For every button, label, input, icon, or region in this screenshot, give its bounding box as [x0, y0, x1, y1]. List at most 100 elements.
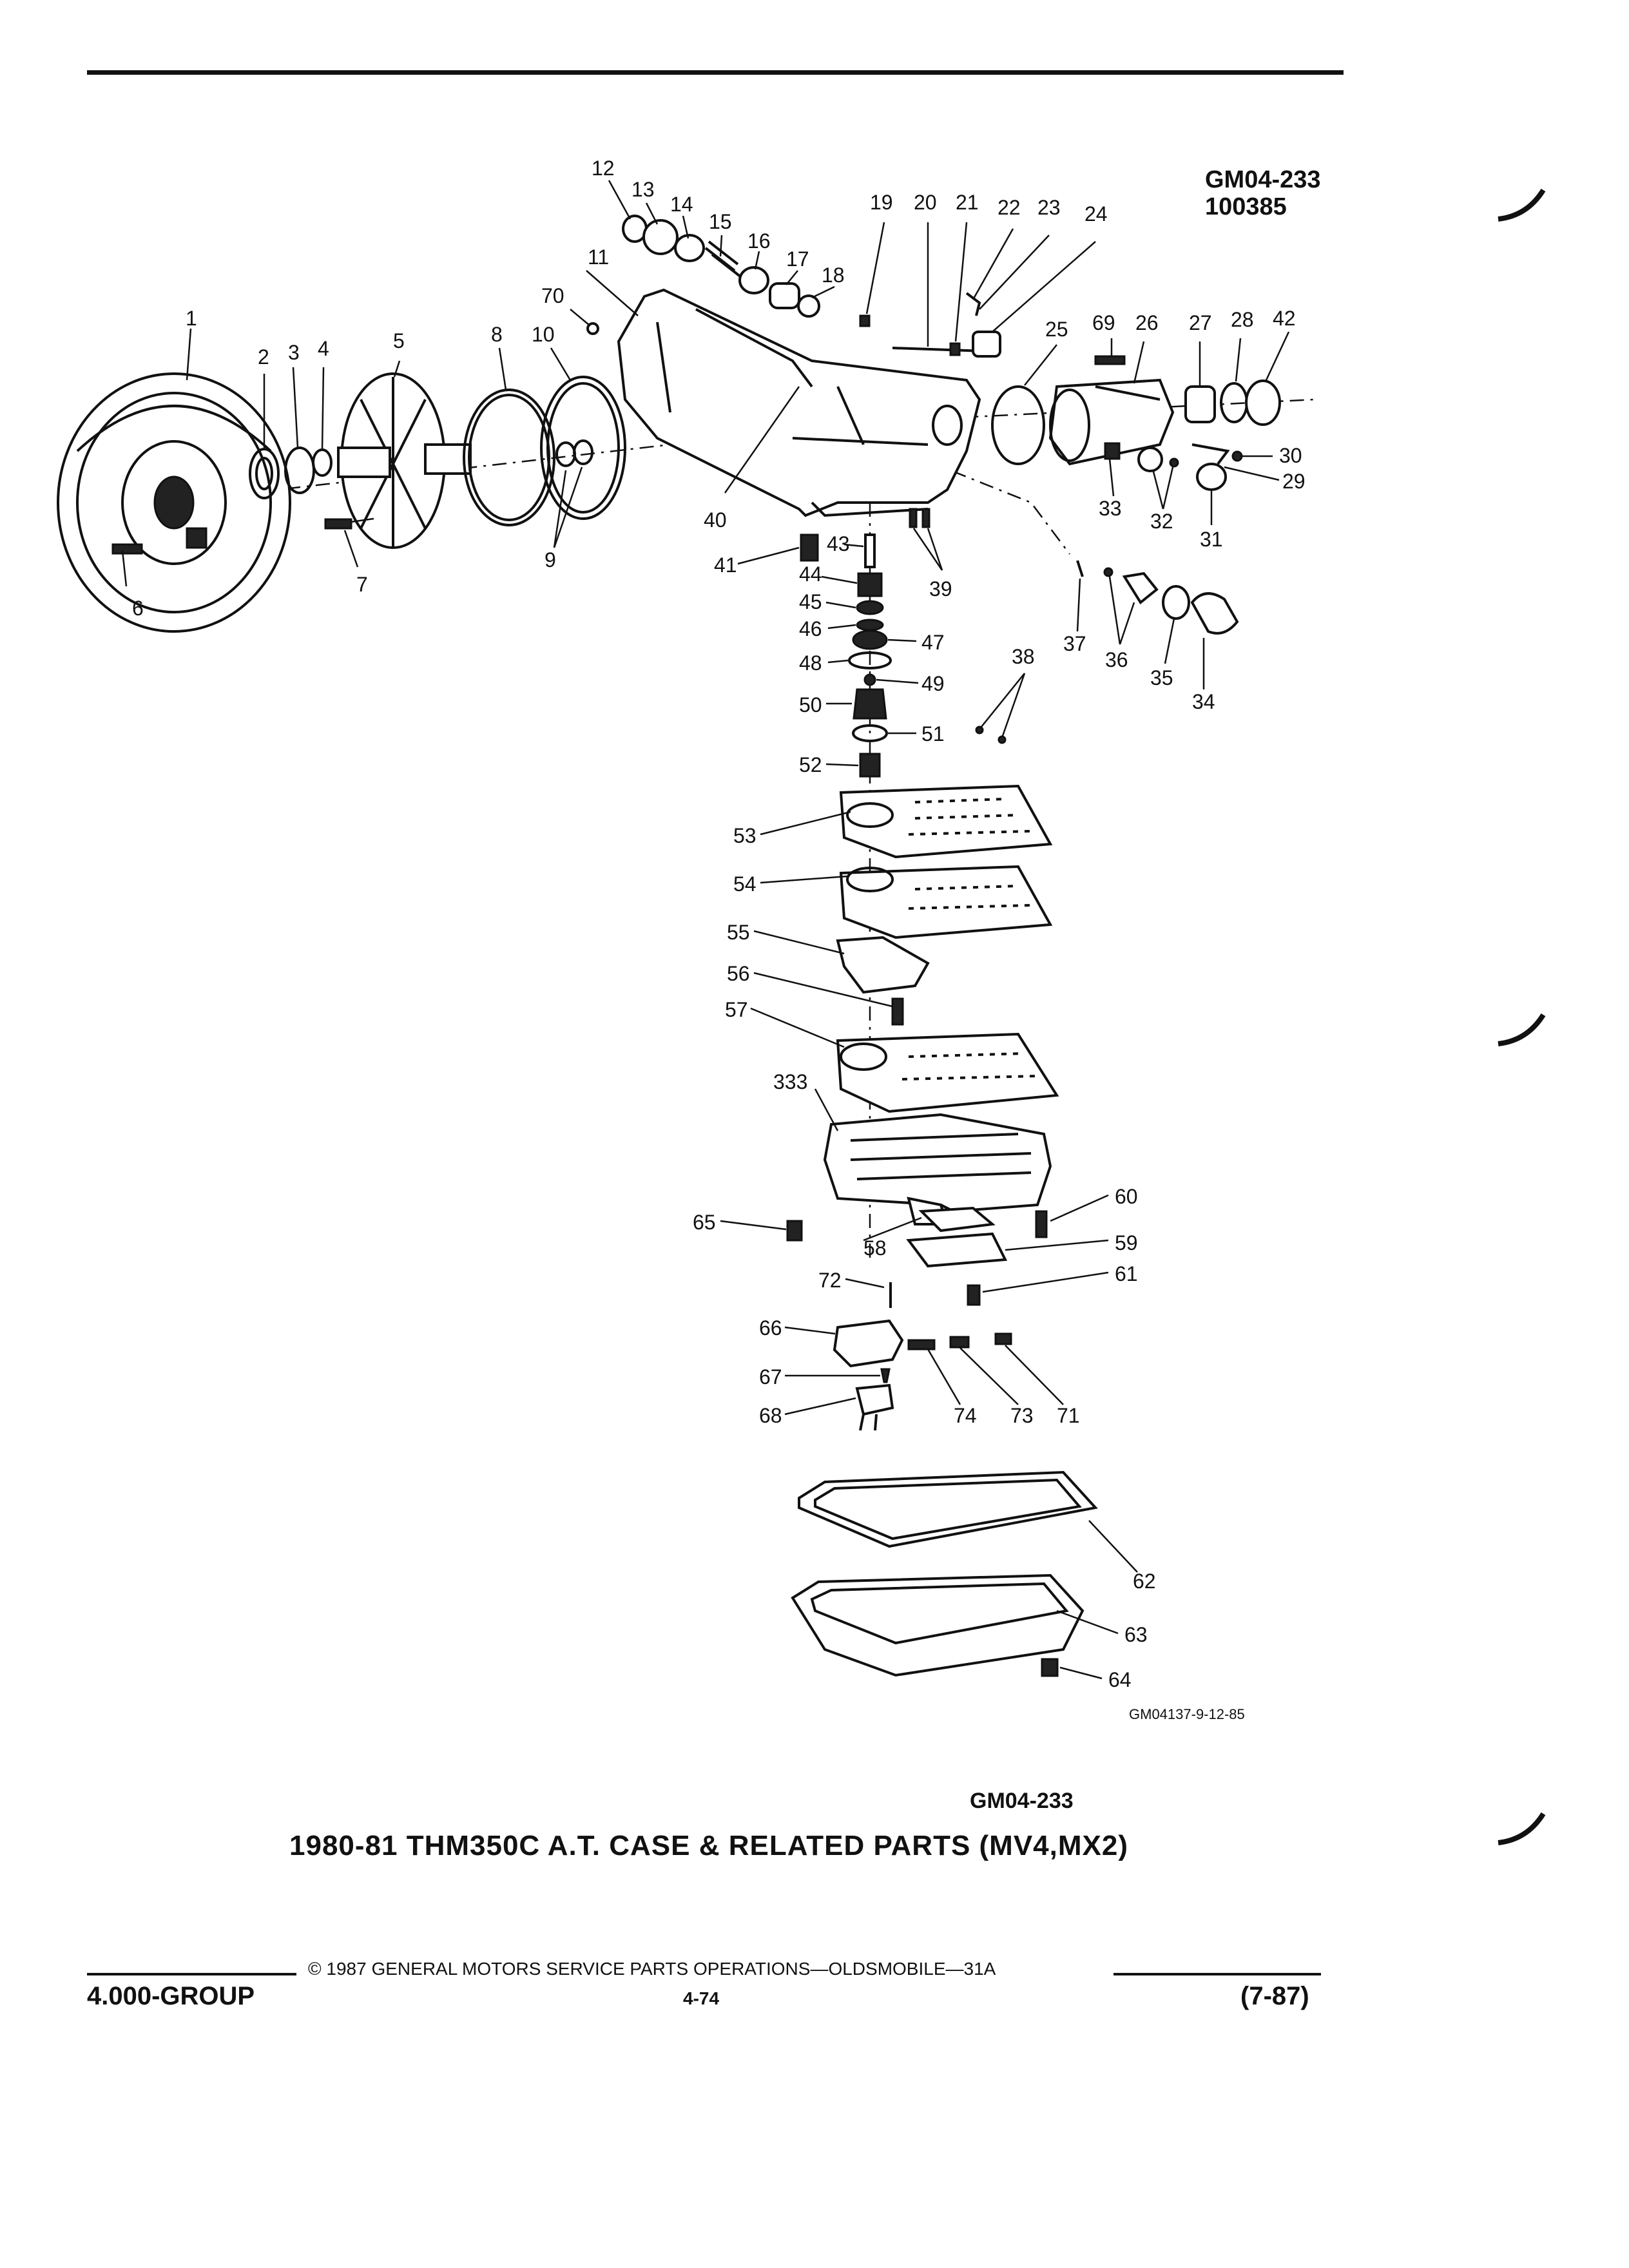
spring-44	[857, 572, 883, 597]
callout-label: 38	[1012, 645, 1035, 668]
gasket-54	[839, 865, 1053, 939]
callout-label: 30	[1279, 444, 1302, 467]
pump-gasket	[540, 376, 626, 520]
pin	[1076, 560, 1084, 577]
screw-2	[1231, 450, 1243, 462]
extension-gasket	[991, 385, 1045, 465]
clip-ring	[1196, 463, 1227, 491]
figure-code: GM04-233	[1205, 166, 1321, 193]
binder-mark-icon	[1498, 1013, 1546, 1046]
speedo-driven-gear	[972, 331, 1001, 358]
callout-label: 49	[921, 672, 945, 695]
callout-label: 22	[998, 196, 1021, 219]
retainer	[965, 292, 981, 316]
leader-lines	[121, 180, 1290, 1680]
extension-housing	[1048, 378, 1175, 466]
servo-seal	[1162, 585, 1190, 620]
callout-label: 16	[747, 229, 771, 253]
copyright-line: © 1987 GENERAL MOTORS SERVICE PARTS OPER…	[308, 1959, 996, 1979]
sensor-65	[786, 1220, 803, 1242]
callout-label: 65	[693, 1211, 716, 1234]
speedo-shaft	[892, 347, 987, 352]
callout-label: 9	[545, 548, 556, 572]
callout-label: 24	[1084, 202, 1108, 226]
top-rule	[87, 70, 1344, 75]
seal-48	[848, 651, 892, 669]
accumulator-piston	[642, 219, 679, 255]
callout-label: 13	[631, 178, 655, 201]
spring-52	[859, 753, 881, 778]
callout-label: 28	[1231, 308, 1254, 331]
binder-mark-icon	[1498, 1812, 1546, 1845]
footer-rule-right	[1113, 1973, 1321, 1975]
callout-label: 42	[1273, 307, 1296, 330]
callout-label: 8	[491, 323, 503, 346]
callout-label: 23	[1037, 196, 1061, 219]
servo-centerline	[869, 437, 1070, 555]
callout-label: 1	[186, 307, 197, 330]
spring	[704, 240, 742, 278]
callout-label: 4	[318, 337, 329, 360]
connector-41	[800, 533, 819, 562]
callout-label: 63	[1124, 1623, 1148, 1646]
pin-38b	[998, 735, 1007, 744]
callout-label: 54	[733, 872, 757, 896]
callout-label: 5	[393, 329, 405, 352]
bushing	[1184, 385, 1216, 423]
callout-label: 57	[725, 998, 748, 1021]
screw-56	[891, 997, 904, 1026]
callout-label: 33	[1099, 497, 1122, 520]
pump-o-ring	[463, 389, 555, 526]
diagram-title: 1980-81 THM350C A.T. CASE & RELATED PART…	[289, 1830, 1128, 1861]
footer-rule-left	[87, 1973, 296, 1975]
gasket-58	[918, 1206, 996, 1233]
bolt-60	[1035, 1210, 1048, 1238]
pan-gasket-62	[798, 1470, 1098, 1548]
callout-label: 40	[704, 508, 727, 532]
callout-label: 70	[541, 284, 564, 307]
caption-code: GM04-233	[970, 1789, 1074, 1813]
pump-bolt	[324, 518, 352, 530]
callout-label: 14	[670, 193, 693, 216]
callout-label: 66	[759, 1316, 782, 1340]
callout-label: 29	[1282, 470, 1306, 493]
piston	[769, 282, 800, 309]
seal-2	[738, 266, 769, 294]
callout-label: 18	[822, 264, 845, 287]
governor-plug	[1137, 447, 1163, 472]
ball-49	[863, 673, 876, 686]
seal-ring	[249, 448, 280, 499]
valve-74	[907, 1339, 936, 1350]
callout-label: 25	[1045, 318, 1068, 341]
group-code: 4.000-GROUP	[87, 1982, 255, 2010]
callout-label: 3	[288, 341, 300, 364]
callout-label: 50	[799, 693, 822, 716]
callout-label: 15	[709, 210, 732, 233]
callout-label: 62	[1133, 1570, 1156, 1593]
callout-label: 51	[921, 722, 945, 745]
callout-label: 2	[258, 345, 269, 369]
revision-date: (7-87)	[1240, 1982, 1309, 2010]
callout-label: 67	[759, 1365, 782, 1389]
valve-body-333	[823, 1113, 1052, 1225]
callout-label: 52	[799, 753, 822, 776]
washer-46	[856, 619, 884, 631]
callout-label: 36	[1105, 648, 1128, 671]
servo-piston	[1122, 572, 1159, 604]
callout-label: 26	[1135, 311, 1159, 334]
housing-50	[853, 688, 887, 720]
callout-label: 44	[799, 562, 822, 586]
piston-47	[852, 629, 888, 650]
seal-3	[797, 294, 820, 318]
valve-71	[994, 1332, 1012, 1345]
callout-label: 12	[592, 157, 615, 180]
callout-label: 21	[956, 191, 979, 214]
gasket-57	[836, 1032, 1059, 1113]
callout-label: 60	[1115, 1185, 1138, 1208]
callout-label: 43	[827, 532, 850, 555]
solenoid-66	[833, 1319, 904, 1368]
callout-label: 19	[870, 191, 893, 214]
pin-38a	[975, 726, 984, 735]
